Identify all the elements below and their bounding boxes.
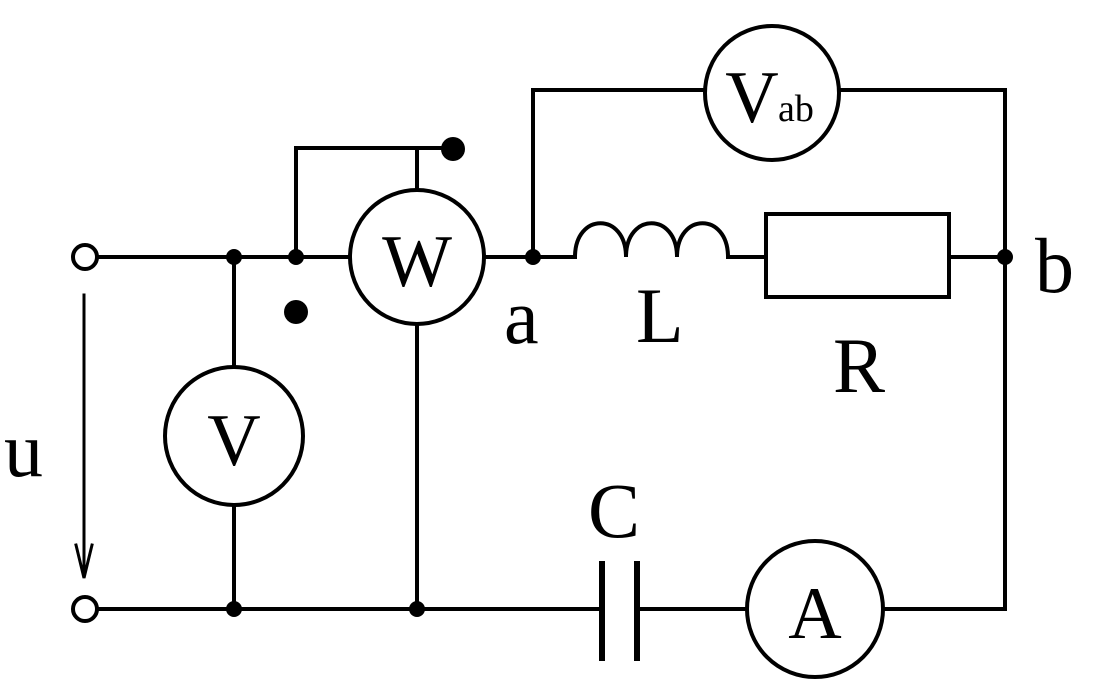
wire-w-voltage-coil [294,146,419,259]
junction-w-bottom [409,601,425,617]
input-terminal-top [71,243,99,271]
voltmeter-label: V [207,400,260,482]
voltmeter-ab: V ab [703,24,841,162]
resistor-body [764,212,951,299]
wattmeter-circle [348,188,486,326]
ammeter-label: A [788,573,841,655]
node-b-label: b [1035,222,1074,309]
junction-a [525,249,541,265]
ammeter: A [745,539,885,679]
voltmeter: V [163,365,305,507]
inductor-coil [572,221,731,260]
source-voltage-label: u [4,406,43,493]
input-terminal-bottom [71,595,99,623]
capacitor-label: C [588,467,640,554]
wattmeter-polarity-dot-voltage [441,137,465,161]
resistor-label: R [833,322,885,409]
junction-v-bottom [226,601,242,617]
junctions [226,249,1013,617]
node-a-label: a [504,273,539,360]
inductor-label: L [636,272,684,359]
voltmeter-ab-label-main: V [725,57,778,139]
junction-v-top [226,249,242,265]
junction-b [997,249,1013,265]
wire-vab-left [531,88,707,259]
wattmeter-polarity-dot-current [284,300,308,324]
ammeter-circle [745,539,885,679]
junction-w-coil [288,249,304,265]
voltmeter-circle [163,365,305,507]
source-voltage-arrow [74,293,94,579]
voltmeter-ab-circle [703,24,841,162]
wattmeter-label: W [382,221,452,303]
voltmeter-ab-label-sub: ab [778,88,814,130]
arrow-head [74,543,94,579]
wattmeter: W [348,188,486,326]
